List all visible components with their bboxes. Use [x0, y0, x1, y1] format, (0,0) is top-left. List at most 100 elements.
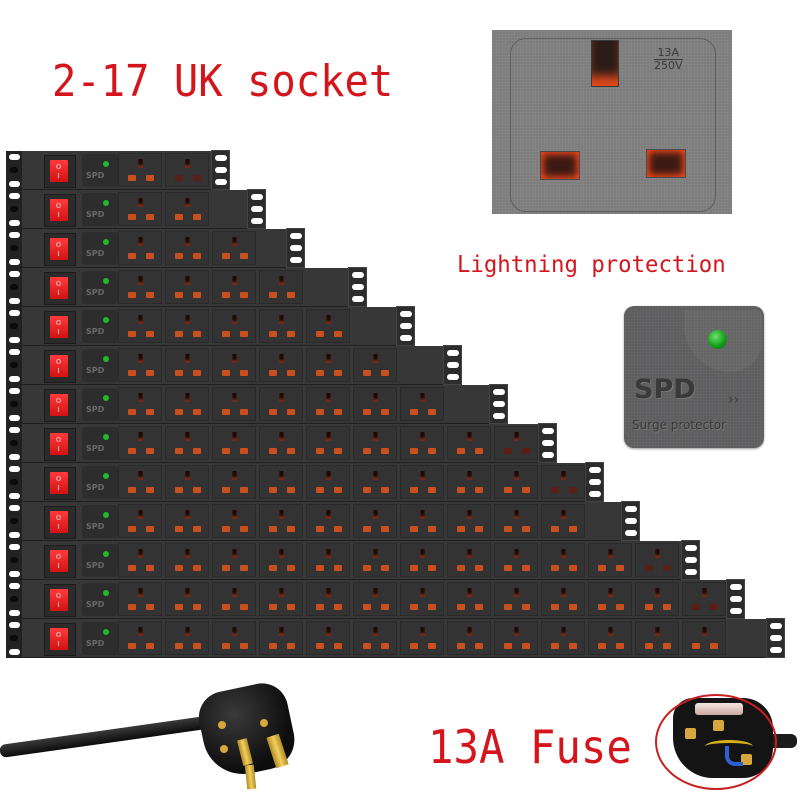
uk-outlet[interactable] [494, 465, 538, 499]
uk-outlet[interactable] [165, 231, 209, 265]
power-switch[interactable] [50, 277, 68, 299]
uk-outlet[interactable] [212, 387, 256, 421]
uk-outlet[interactable] [588, 582, 632, 616]
uk-outlet[interactable] [259, 504, 303, 538]
uk-outlet[interactable] [400, 504, 444, 538]
uk-outlet[interactable] [118, 582, 162, 616]
uk-outlet[interactable] [541, 582, 585, 616]
uk-outlet[interactable] [165, 153, 209, 187]
uk-outlet[interactable] [541, 465, 585, 499]
uk-outlet[interactable] [306, 465, 350, 499]
uk-outlet[interactable] [306, 348, 350, 382]
power-switch[interactable] [50, 355, 68, 377]
uk-outlet[interactable] [353, 387, 397, 421]
uk-outlet[interactable] [165, 348, 209, 382]
uk-outlet[interactable] [118, 309, 162, 343]
uk-outlet[interactable] [682, 582, 726, 616]
uk-outlet[interactable] [212, 348, 256, 382]
uk-outlet[interactable] [306, 504, 350, 538]
uk-outlet[interactable] [494, 582, 538, 616]
uk-outlet[interactable] [259, 582, 303, 616]
uk-outlet[interactable] [541, 621, 585, 655]
power-switch[interactable] [50, 433, 68, 455]
uk-outlet[interactable] [259, 426, 303, 460]
uk-outlet[interactable] [212, 582, 256, 616]
uk-outlet[interactable] [447, 504, 491, 538]
uk-outlet[interactable] [165, 192, 209, 226]
uk-outlet[interactable] [400, 582, 444, 616]
uk-outlet[interactable] [259, 309, 303, 343]
uk-outlet[interactable] [118, 543, 162, 577]
uk-outlet[interactable] [212, 309, 256, 343]
uk-outlet[interactable] [118, 348, 162, 382]
uk-outlet[interactable] [400, 426, 444, 460]
uk-outlet[interactable] [118, 621, 162, 655]
uk-outlet[interactable] [165, 582, 209, 616]
uk-outlet[interactable] [306, 582, 350, 616]
uk-outlet[interactable] [494, 543, 538, 577]
uk-outlet[interactable] [588, 543, 632, 577]
power-switch[interactable] [50, 238, 68, 260]
uk-outlet[interactable] [306, 621, 350, 655]
uk-outlet[interactable] [259, 621, 303, 655]
uk-outlet[interactable] [118, 153, 162, 187]
uk-outlet[interactable] [165, 621, 209, 655]
uk-outlet[interactable] [118, 387, 162, 421]
uk-outlet[interactable] [447, 621, 491, 655]
uk-outlet[interactable] [259, 465, 303, 499]
uk-outlet[interactable] [259, 270, 303, 304]
uk-outlet[interactable] [353, 504, 397, 538]
uk-outlet[interactable] [259, 387, 303, 421]
uk-outlet[interactable] [165, 465, 209, 499]
uk-outlet[interactable] [447, 543, 491, 577]
uk-outlet[interactable] [212, 465, 256, 499]
uk-outlet[interactable] [447, 426, 491, 460]
uk-outlet[interactable] [306, 387, 350, 421]
power-switch[interactable] [50, 628, 68, 650]
uk-outlet[interactable] [447, 465, 491, 499]
uk-outlet[interactable] [212, 270, 256, 304]
uk-outlet[interactable] [259, 543, 303, 577]
uk-outlet[interactable] [165, 426, 209, 460]
uk-outlet[interactable] [400, 387, 444, 421]
uk-outlet[interactable] [353, 543, 397, 577]
uk-outlet[interactable] [400, 465, 444, 499]
uk-outlet[interactable] [494, 504, 538, 538]
uk-outlet[interactable] [494, 426, 538, 460]
uk-outlet[interactable] [353, 582, 397, 616]
uk-outlet[interactable] [165, 270, 209, 304]
uk-outlet[interactable] [541, 543, 585, 577]
uk-outlet[interactable] [165, 309, 209, 343]
uk-outlet[interactable] [118, 270, 162, 304]
uk-outlet[interactable] [400, 543, 444, 577]
uk-outlet[interactable] [118, 465, 162, 499]
uk-outlet[interactable] [353, 465, 397, 499]
uk-outlet[interactable] [400, 621, 444, 655]
uk-outlet[interactable] [212, 504, 256, 538]
power-switch[interactable] [50, 589, 68, 611]
uk-outlet[interactable] [635, 582, 679, 616]
uk-outlet[interactable] [306, 543, 350, 577]
power-switch[interactable] [50, 394, 68, 416]
power-switch[interactable] [50, 550, 68, 572]
uk-outlet[interactable] [635, 543, 679, 577]
uk-outlet[interactable] [494, 621, 538, 655]
power-switch[interactable] [50, 316, 68, 338]
uk-outlet[interactable] [212, 621, 256, 655]
power-switch[interactable] [50, 160, 68, 182]
uk-outlet[interactable] [682, 621, 726, 655]
uk-outlet[interactable] [306, 309, 350, 343]
uk-outlet[interactable] [259, 348, 303, 382]
uk-outlet[interactable] [165, 504, 209, 538]
uk-outlet[interactable] [165, 543, 209, 577]
uk-outlet[interactable] [118, 504, 162, 538]
uk-outlet[interactable] [353, 621, 397, 655]
uk-outlet[interactable] [165, 387, 209, 421]
power-switch[interactable] [50, 511, 68, 533]
uk-outlet[interactable] [541, 504, 585, 538]
uk-outlet[interactable] [212, 543, 256, 577]
uk-outlet[interactable] [588, 621, 632, 655]
power-switch[interactable] [50, 472, 68, 494]
uk-outlet[interactable] [212, 426, 256, 460]
uk-outlet[interactable] [353, 426, 397, 460]
